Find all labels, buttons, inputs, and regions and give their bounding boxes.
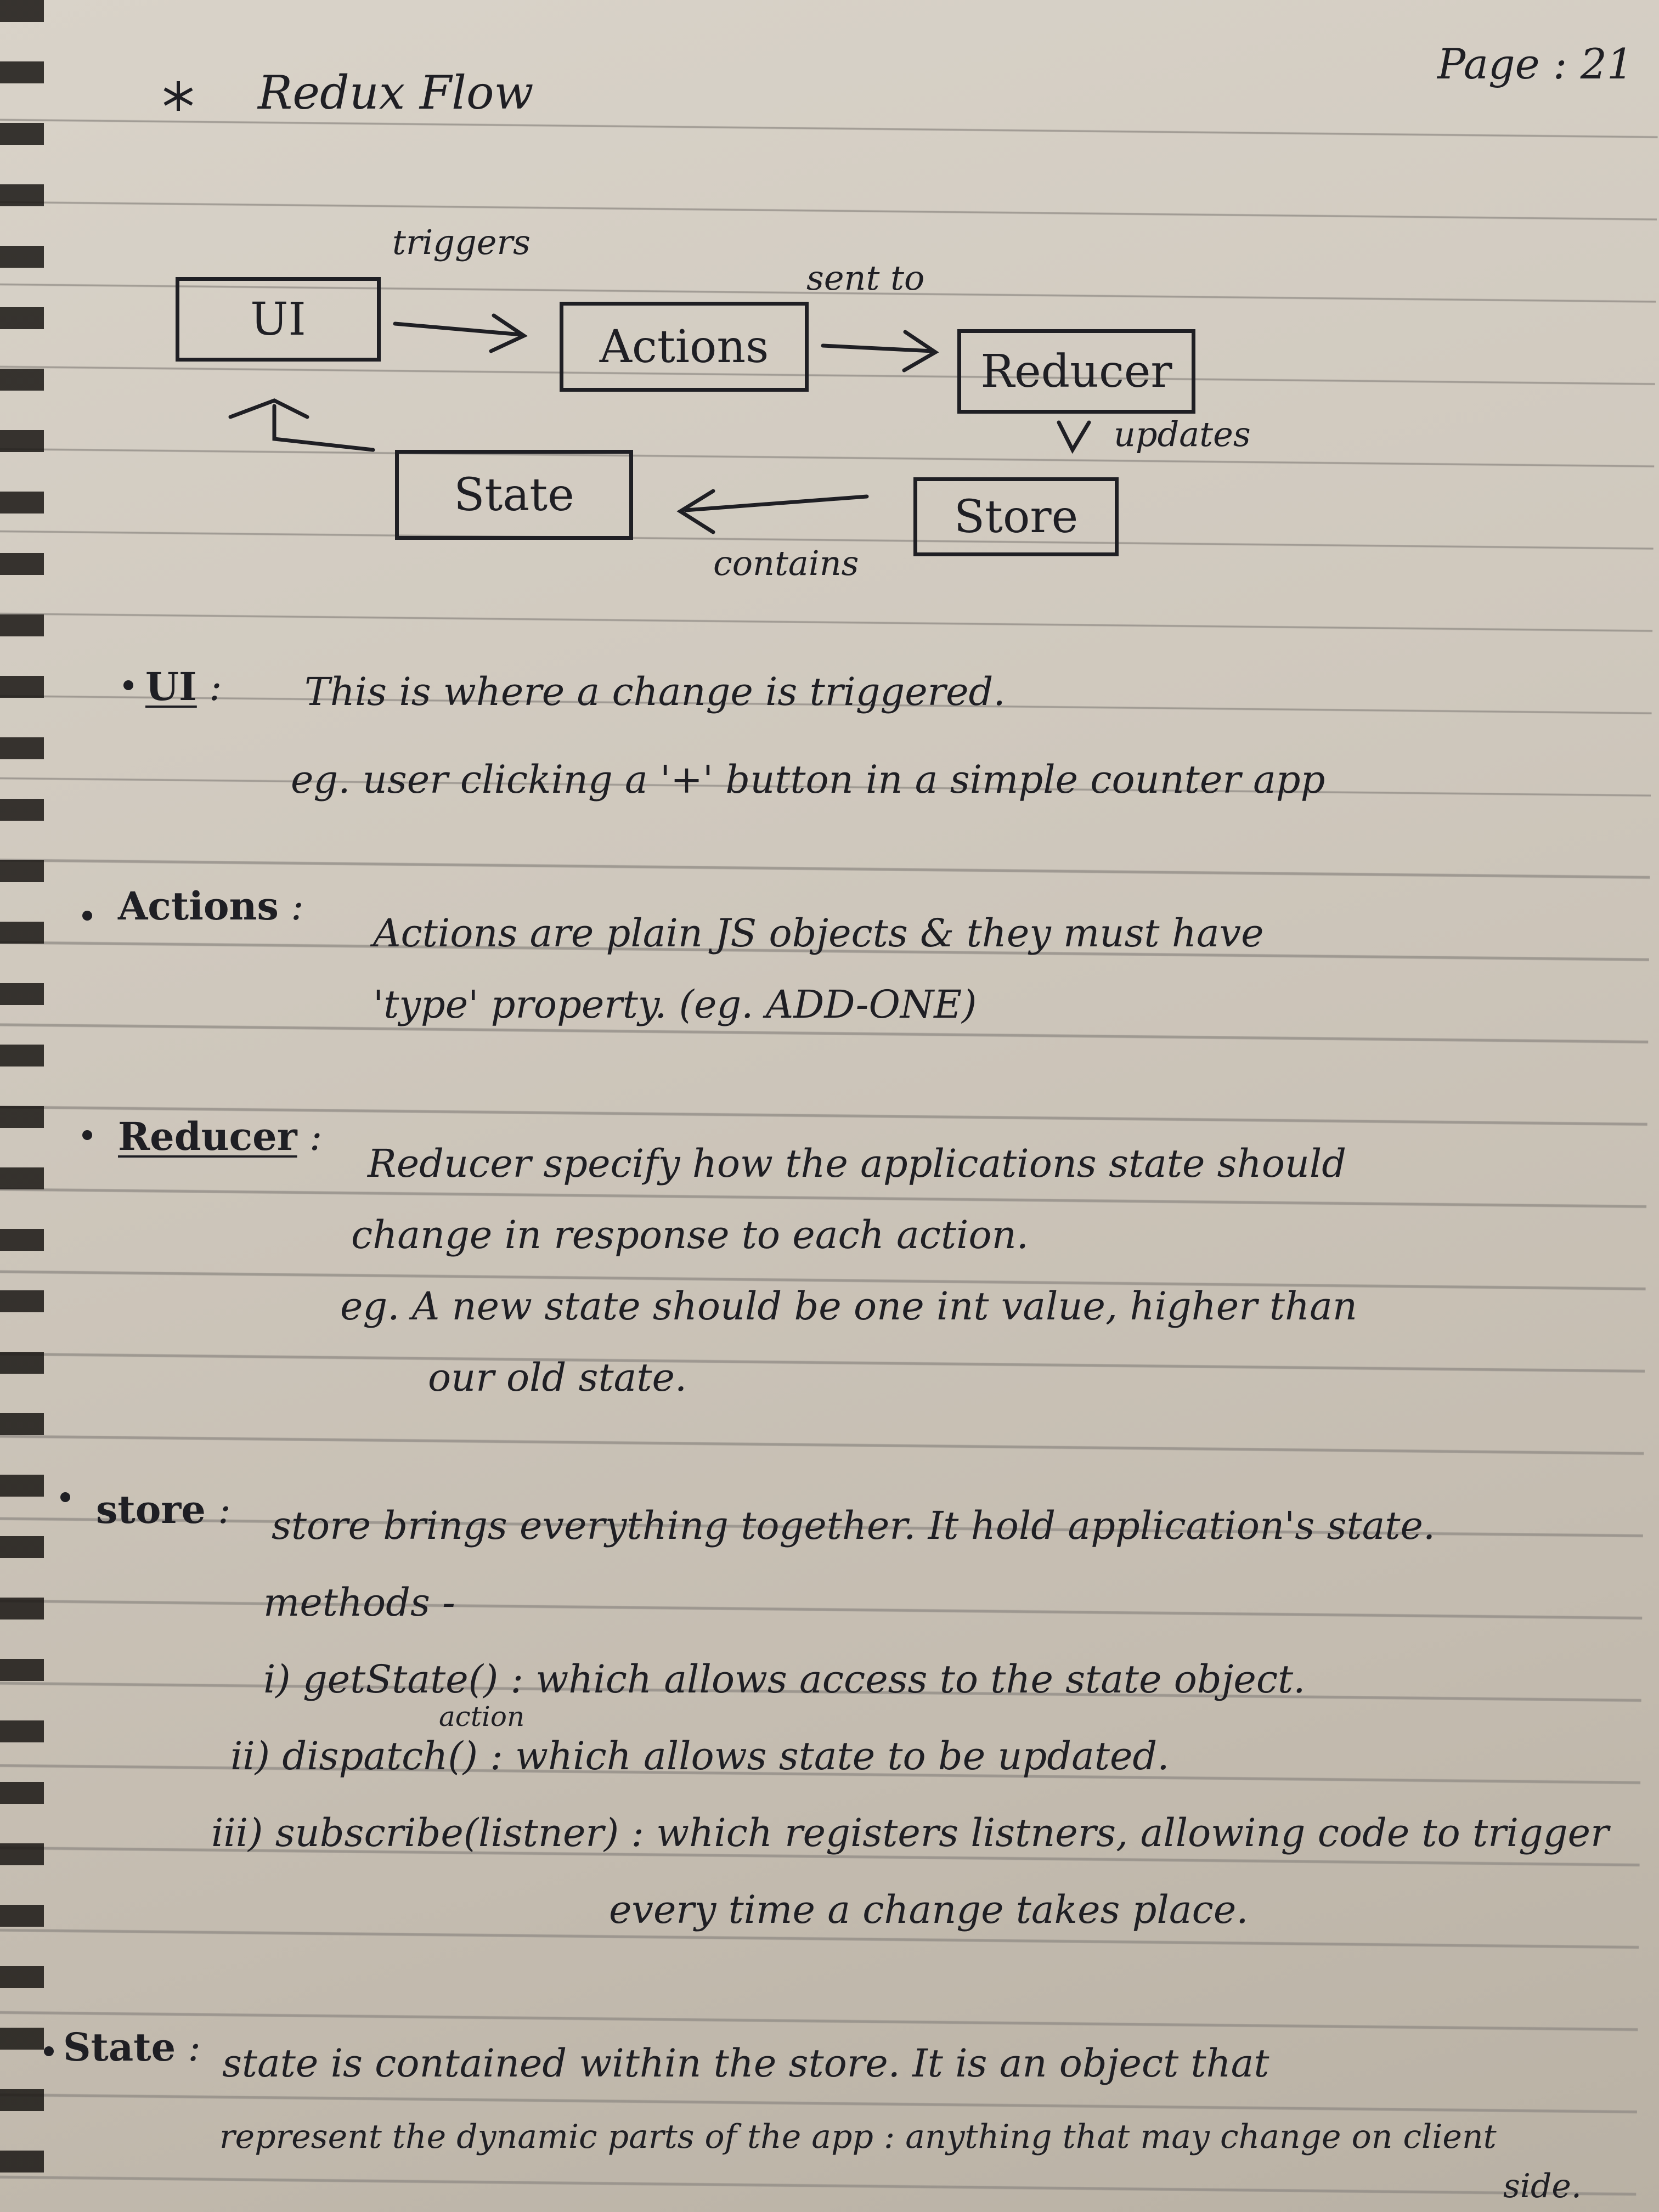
diagram-node-reducer: Reducer (957, 329, 1195, 414)
note-store-line2: methods - (263, 1580, 455, 1625)
diagram-node-state: State (395, 450, 633, 540)
bullet-state (44, 2046, 54, 2056)
bullet-ui (123, 680, 133, 690)
page-title: Redux Flow (258, 66, 534, 120)
note-reducer-line3: eg. A new state should be one int value,… (340, 1284, 1357, 1329)
arrow-actions-to-reducer (821, 343, 935, 353)
note-reducer-line2: change in response to each action. (351, 1212, 1029, 1257)
bullet-reducer (82, 1130, 92, 1140)
diagram-node-actions: Actions (560, 302, 809, 392)
note-ui-term: UI : (145, 664, 222, 709)
note-reducer-line1: Reducer specify how the applications sta… (368, 1141, 1347, 1186)
edge-label-sent-to: sent to (806, 258, 925, 298)
note-ui-line2: eg. user clicking a '+' button in a simp… (291, 757, 1325, 802)
note-actions-line1: Actions are plain JS objects & they must… (373, 911, 1264, 956)
page-number: Page : 21 (1437, 40, 1634, 88)
note-state-line3: side. (1503, 2167, 1582, 2205)
edge-label-triggers: triggers (392, 222, 531, 262)
note-reducer-line4: our old state. (428, 1355, 687, 1400)
note-store-line1: store brings everything together. It hol… (272, 1503, 1436, 1548)
note-store-method-3: iii) subscribe(listner) : which register… (211, 1810, 1609, 1855)
edge-label-contains: contains (713, 543, 859, 583)
note-actions-line2: 'type' property. (eg. ADD-ONE) (373, 982, 977, 1027)
note-store-term: store : (96, 1487, 231, 1532)
note-store-method-3b: every time a change takes place. (609, 1887, 1249, 1932)
note-store-method-2-annotation: action (439, 1701, 525, 1733)
arrow-reducer-to-store (1057, 420, 1091, 454)
diagram-node-store: Store (913, 477, 1119, 556)
star-icon (163, 81, 193, 111)
note-store-method-1: i) getState() : which allows access to t… (263, 1657, 1306, 1702)
note-ui-line1: This is where a change is triggered. (304, 669, 1006, 714)
note-store-method-2: ii) dispatch() : which allows state to b… (230, 1734, 1170, 1779)
bullet-store (60, 1492, 70, 1502)
arrow-store-to-state (684, 494, 869, 512)
arrow-ui-to-actions (393, 321, 523, 337)
note-actions-term: Actions : (118, 883, 304, 929)
note-state-line2: represent the dynamic parts of the app :… (219, 2118, 1497, 2156)
note-reducer-term: Reducer : (118, 1114, 323, 1159)
note-state-line1: state is contained within the store. It … (222, 2041, 1269, 2086)
note-state-term: State : (63, 2024, 201, 2070)
edge-label-updates: updates (1114, 414, 1251, 454)
diagram-node-ui: UI (176, 277, 381, 362)
bullet-actions (82, 911, 92, 921)
arrow-state-to-ui (272, 404, 375, 452)
spiral-binding (0, 0, 44, 2212)
